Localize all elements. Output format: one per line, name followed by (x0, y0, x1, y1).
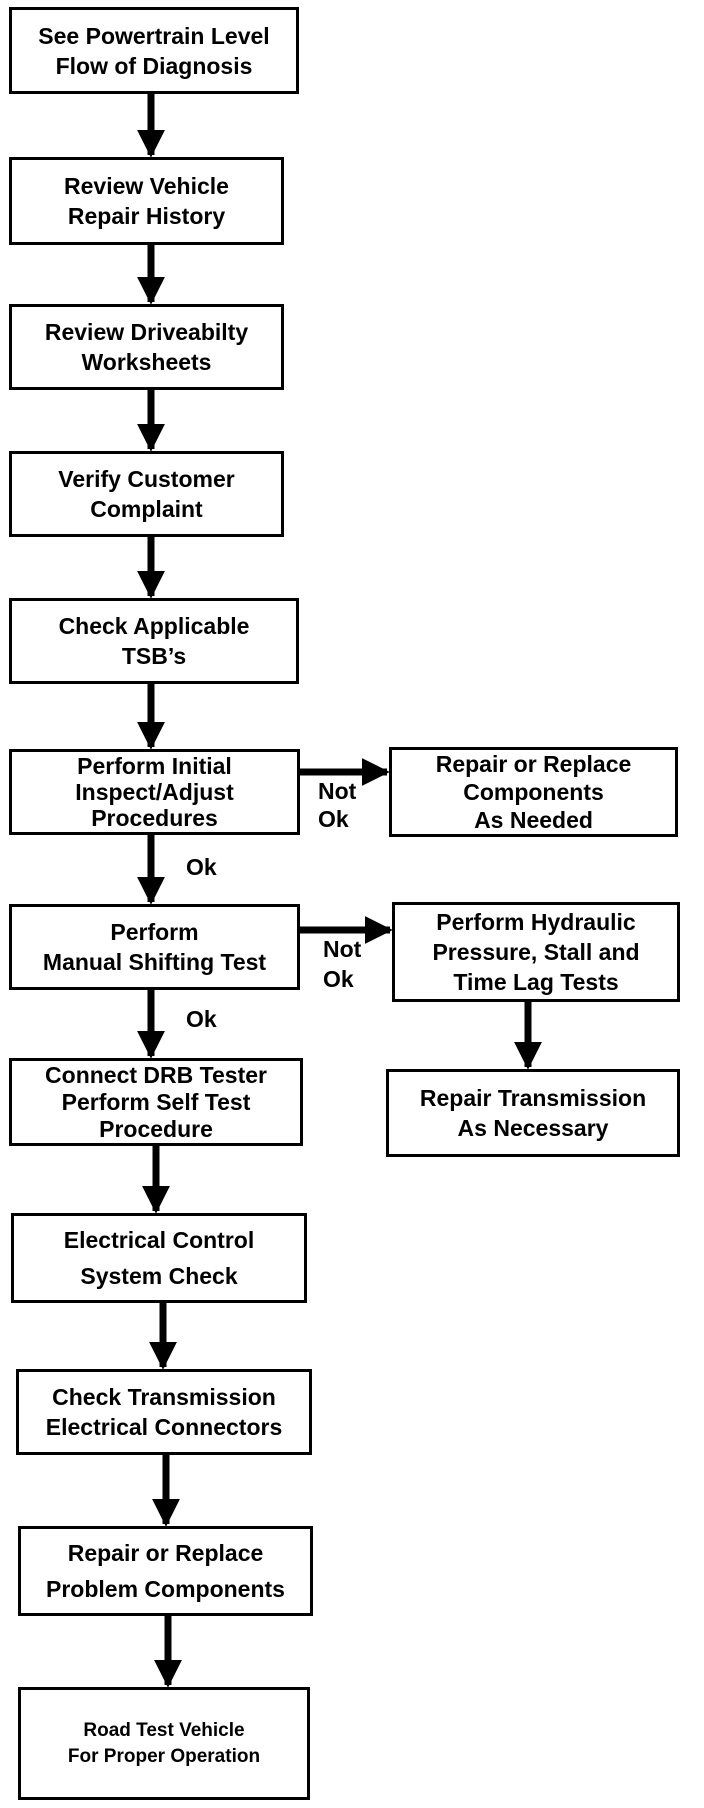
review-history-box: Review Vehicle Repair History (9, 157, 284, 245)
initial-inspect-line-1: Perform Initial (77, 753, 232, 779)
see-powertrain-line-1: See Powertrain Level (38, 22, 270, 49)
road-test-line-1: Road Test Vehicle (83, 1719, 245, 1741)
initial-inspect-line-2: Inspect/Adjust (75, 779, 234, 805)
hydraulic-tests-line-2: Pressure, Stall and (432, 939, 640, 965)
hydraulic-tests-box: Perform Hydraulic Pressure, Stall and Ti… (392, 902, 680, 1002)
repair-problem-box: Repair or Replace Problem Components (18, 1526, 313, 1616)
repair-components-needed-line-2: Components (463, 779, 604, 805)
drb-tester-line-2: Perform Self Test (61, 1088, 251, 1115)
electrical-control-box: Electrical Control System Check (11, 1213, 307, 1303)
verify-complaint-box: Verify Customer Complaint (9, 451, 284, 537)
road-test-box: Road Test Vehicle For Proper Operation (18, 1687, 310, 1800)
initial-inspect-line-3: Procedures (91, 805, 218, 831)
hydraulic-tests-line-3: Time Lag Tests (453, 969, 619, 995)
initial-inspect-box: Perform Initial Inspect/Adjust Procedure… (9, 749, 300, 835)
check-tsb-line-2: TSB’s (121, 643, 187, 669)
repair-components-needed-line-3: As Needed (474, 807, 593, 833)
repair-components-needed-line-1: Repair or Replace (435, 751, 632, 777)
check-tsb-box: Check Applicable TSB’s (9, 598, 299, 684)
check-tsb-line-1: Check Applicable (58, 613, 250, 639)
review-worksheets-line-1: Review Driveabilty (44, 319, 249, 345)
electrical-control-line-2: System Check (80, 1263, 238, 1289)
repair-transmission-box: Repair Transmission As Necessary (386, 1069, 680, 1157)
see-powertrain-line-2: Flow of Diagnosis (55, 52, 253, 79)
not-ok-label-2: Not Ok (323, 934, 361, 994)
see-powertrain-box: See Powertrain Level Flow of Diagnosis (9, 7, 299, 94)
review-history-line-1: Review Vehicle (64, 173, 229, 199)
review-history-line-2: Repair History (67, 203, 226, 229)
verify-complaint-line-2: Complaint (90, 496, 203, 522)
electrical-control-line-1: Electrical Control (63, 1227, 255, 1253)
check-connectors-line-2: Electrical Connectors (45, 1414, 283, 1440)
check-connectors-box: Check Transmission Electrical Connectors (16, 1369, 312, 1455)
check-connectors-line-1: Check Transmission (52, 1384, 276, 1410)
not-ok-label-2-ok: Ok (323, 966, 354, 992)
ok-label-1: Ok (186, 854, 217, 880)
repair-problem-line-2: Problem Components (46, 1576, 285, 1602)
repair-transmission-line-2: As Necessary (457, 1115, 609, 1141)
repair-components-needed-box: Repair or Replace Components As Needed (389, 747, 678, 837)
not-ok-label-1: Not Ok (318, 777, 356, 833)
repair-transmission-line-1: Repair Transmission (419, 1085, 647, 1111)
ok-label-2: Ok (186, 1006, 217, 1032)
road-test-line-2: For Proper Operation (67, 1745, 261, 1767)
review-worksheets-box: Review Driveabilty Worksheets (9, 304, 284, 390)
manual-shifting-line-2: Manual Shifting Test (42, 949, 267, 975)
manual-shifting-box: Perform Manual Shifting Test (9, 904, 300, 990)
hydraulic-tests-line-1: Perform Hydraulic (436, 909, 636, 935)
review-worksheets-line-2: Worksheets (81, 349, 212, 375)
manual-shifting-line-1: Perform (110, 919, 199, 945)
drb-tester-box: Connect DRB Tester Perform Self Test Pro… (9, 1058, 303, 1146)
not-ok-label-1-not: Not (318, 778, 357, 804)
not-ok-label-1-ok: Ok (318, 806, 349, 832)
verify-complaint-line-1: Verify Customer (58, 466, 235, 492)
not-ok-label-2-not: Not (323, 936, 362, 962)
repair-problem-line-1: Repair or Replace (67, 1540, 264, 1566)
drb-tester-line-1: Connect DRB Tester (45, 1061, 267, 1088)
drb-tester-line-3: Procedure (99, 1115, 213, 1142)
